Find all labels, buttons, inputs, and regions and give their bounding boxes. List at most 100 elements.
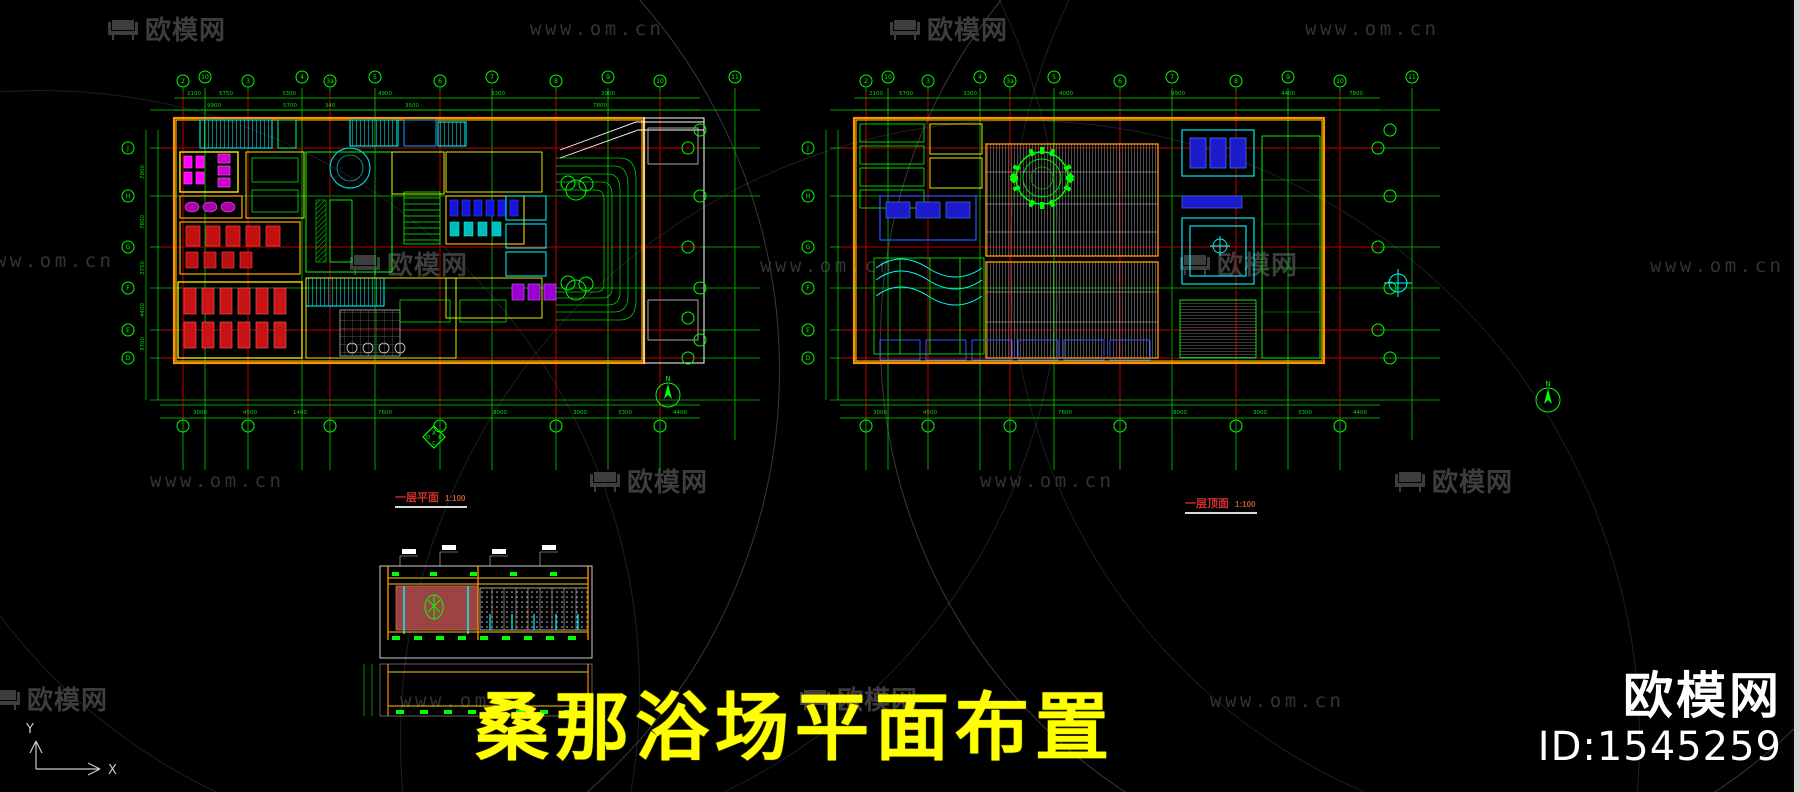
north-arrow: N [655, 375, 681, 408]
svg-text:3750: 3750 [140, 261, 146, 275]
svg-text:4500: 4500 [243, 410, 257, 416]
svg-text:5: 5 [1052, 74, 1056, 81]
grid-bubbles-left: J H G F E D [801, 141, 815, 365]
svg-text:3300: 3300 [491, 91, 505, 97]
ucs-x-label: X [108, 763, 117, 778]
svg-text:D: D [806, 355, 811, 362]
svg-text:7800: 7800 [1349, 91, 1363, 97]
svg-text:9: 9 [1286, 74, 1290, 81]
svg-text:7: 7 [490, 74, 494, 81]
svg-text:N: N [1545, 380, 1550, 388]
svg-text:5700: 5700 [283, 103, 297, 109]
plan-title-text: 一层顶面 [1185, 498, 1229, 510]
svg-text:J: J [806, 145, 809, 152]
svg-text:10: 10 [1336, 78, 1344, 85]
svg-text:4400: 4400 [1353, 410, 1367, 416]
svg-text:8: 8 [1234, 78, 1238, 85]
svg-text:3: 3 [926, 78, 930, 85]
svg-text:3300: 3300 [282, 91, 296, 97]
svg-text:C: C [432, 441, 436, 447]
grid-bubbles-left: JHG FED [121, 141, 135, 365]
ucs-y-label: Y [25, 722, 34, 737]
plan-title-text: 一层平面 [395, 492, 439, 504]
svg-text:2: 2 [864, 78, 868, 85]
svg-text:5750: 5750 [219, 91, 233, 97]
svg-text:7600: 7600 [378, 410, 392, 416]
brand-name: 欧模网 [1623, 667, 1782, 725]
svg-text:D: D [126, 355, 131, 362]
svg-text:6: 6 [438, 78, 442, 85]
svg-text:11: 11 [731, 74, 739, 81]
svg-text:E: E [806, 327, 810, 334]
plan-title-rule [1185, 512, 1257, 514]
svg-text:6: 6 [1118, 78, 1122, 85]
svg-text:9: 9 [606, 74, 610, 81]
svg-text:8000: 8000 [493, 410, 507, 416]
svg-text:3500: 3500 [405, 103, 419, 109]
plan-scale-text: 1:100 [1235, 500, 1256, 509]
svg-text:4: 4 [978, 74, 982, 81]
svg-text:F: F [806, 285, 810, 292]
section-elevation-drawing [363, 545, 593, 717]
target-marker [1384, 269, 1412, 297]
svg-text:A: A [432, 431, 436, 437]
svg-text:8000: 8000 [1173, 410, 1187, 416]
svg-text:H: H [806, 193, 811, 200]
svg-text:3300: 3300 [618, 410, 632, 416]
svg-text:3000: 3000 [573, 410, 587, 416]
svg-text:3a: 3a [326, 78, 334, 85]
svg-text:10: 10 [656, 78, 664, 85]
grid-bubbles-right [1371, 123, 1397, 365]
circular-ceiling-feature [1009, 147, 1075, 209]
svg-text:3000: 3000 [873, 410, 887, 416]
svg-text:3000: 3000 [1253, 410, 1267, 416]
svg-text:4000: 4000 [1059, 91, 1073, 97]
svg-text:3000: 3000 [193, 410, 207, 416]
plan-scale-text: 1:100 [445, 494, 466, 503]
right-edge-strip [1794, 0, 1800, 792]
svg-text:7800: 7800 [593, 103, 607, 109]
svg-text:7600: 7600 [1058, 410, 1072, 416]
svg-text:4900: 4900 [378, 91, 392, 97]
svg-text:G: G [126, 244, 131, 251]
svg-text:3300: 3300 [1298, 410, 1312, 416]
svg-text:10: 10 [884, 74, 892, 81]
page-title: 桑那浴场平面布置 [475, 685, 1115, 771]
svg-text:2100: 2100 [869, 91, 883, 97]
plan-title-ceiling: 一层顶面 1:100 [1185, 495, 1257, 514]
svg-text:11: 11 [1408, 74, 1416, 81]
svg-text:2100: 2100 [187, 91, 201, 97]
grid-bubbles-bottom [859, 419, 1347, 433]
svg-text:F: F [126, 285, 130, 292]
svg-text:1400: 1400 [293, 410, 307, 416]
plan-title-rule [395, 506, 467, 508]
svg-text:H: H [126, 193, 131, 200]
svg-text:3a: 3a [1006, 78, 1014, 85]
svg-text:9900: 9900 [1171, 91, 1185, 97]
svg-text:4500: 4500 [923, 410, 937, 416]
grid-bubbles-bottom [176, 419, 667, 433]
svg-text:D: D [426, 435, 430, 441]
svg-text:G: G [806, 244, 811, 251]
ucs-icon: Y X [8, 711, 138, 784]
svg-text:8: 8 [554, 78, 558, 85]
brand-id: ID:1545259 [1537, 724, 1782, 770]
svg-text:4: 4 [300, 74, 304, 81]
svg-text:9900: 9900 [207, 103, 221, 109]
north-arrow: N [1535, 380, 1561, 413]
svg-text:3: 3 [246, 78, 250, 85]
svg-text:3900: 3900 [601, 91, 615, 97]
svg-text:5700: 5700 [899, 91, 913, 97]
svg-text:3300: 3300 [963, 91, 977, 97]
svg-text:340: 340 [325, 103, 336, 109]
svg-text:7900: 7900 [140, 165, 146, 179]
grid-bubbles-right [681, 123, 707, 365]
brand-block: 欧模网 ID:1545259 [1538, 668, 1782, 770]
svg-text:4400: 4400 [673, 410, 687, 416]
